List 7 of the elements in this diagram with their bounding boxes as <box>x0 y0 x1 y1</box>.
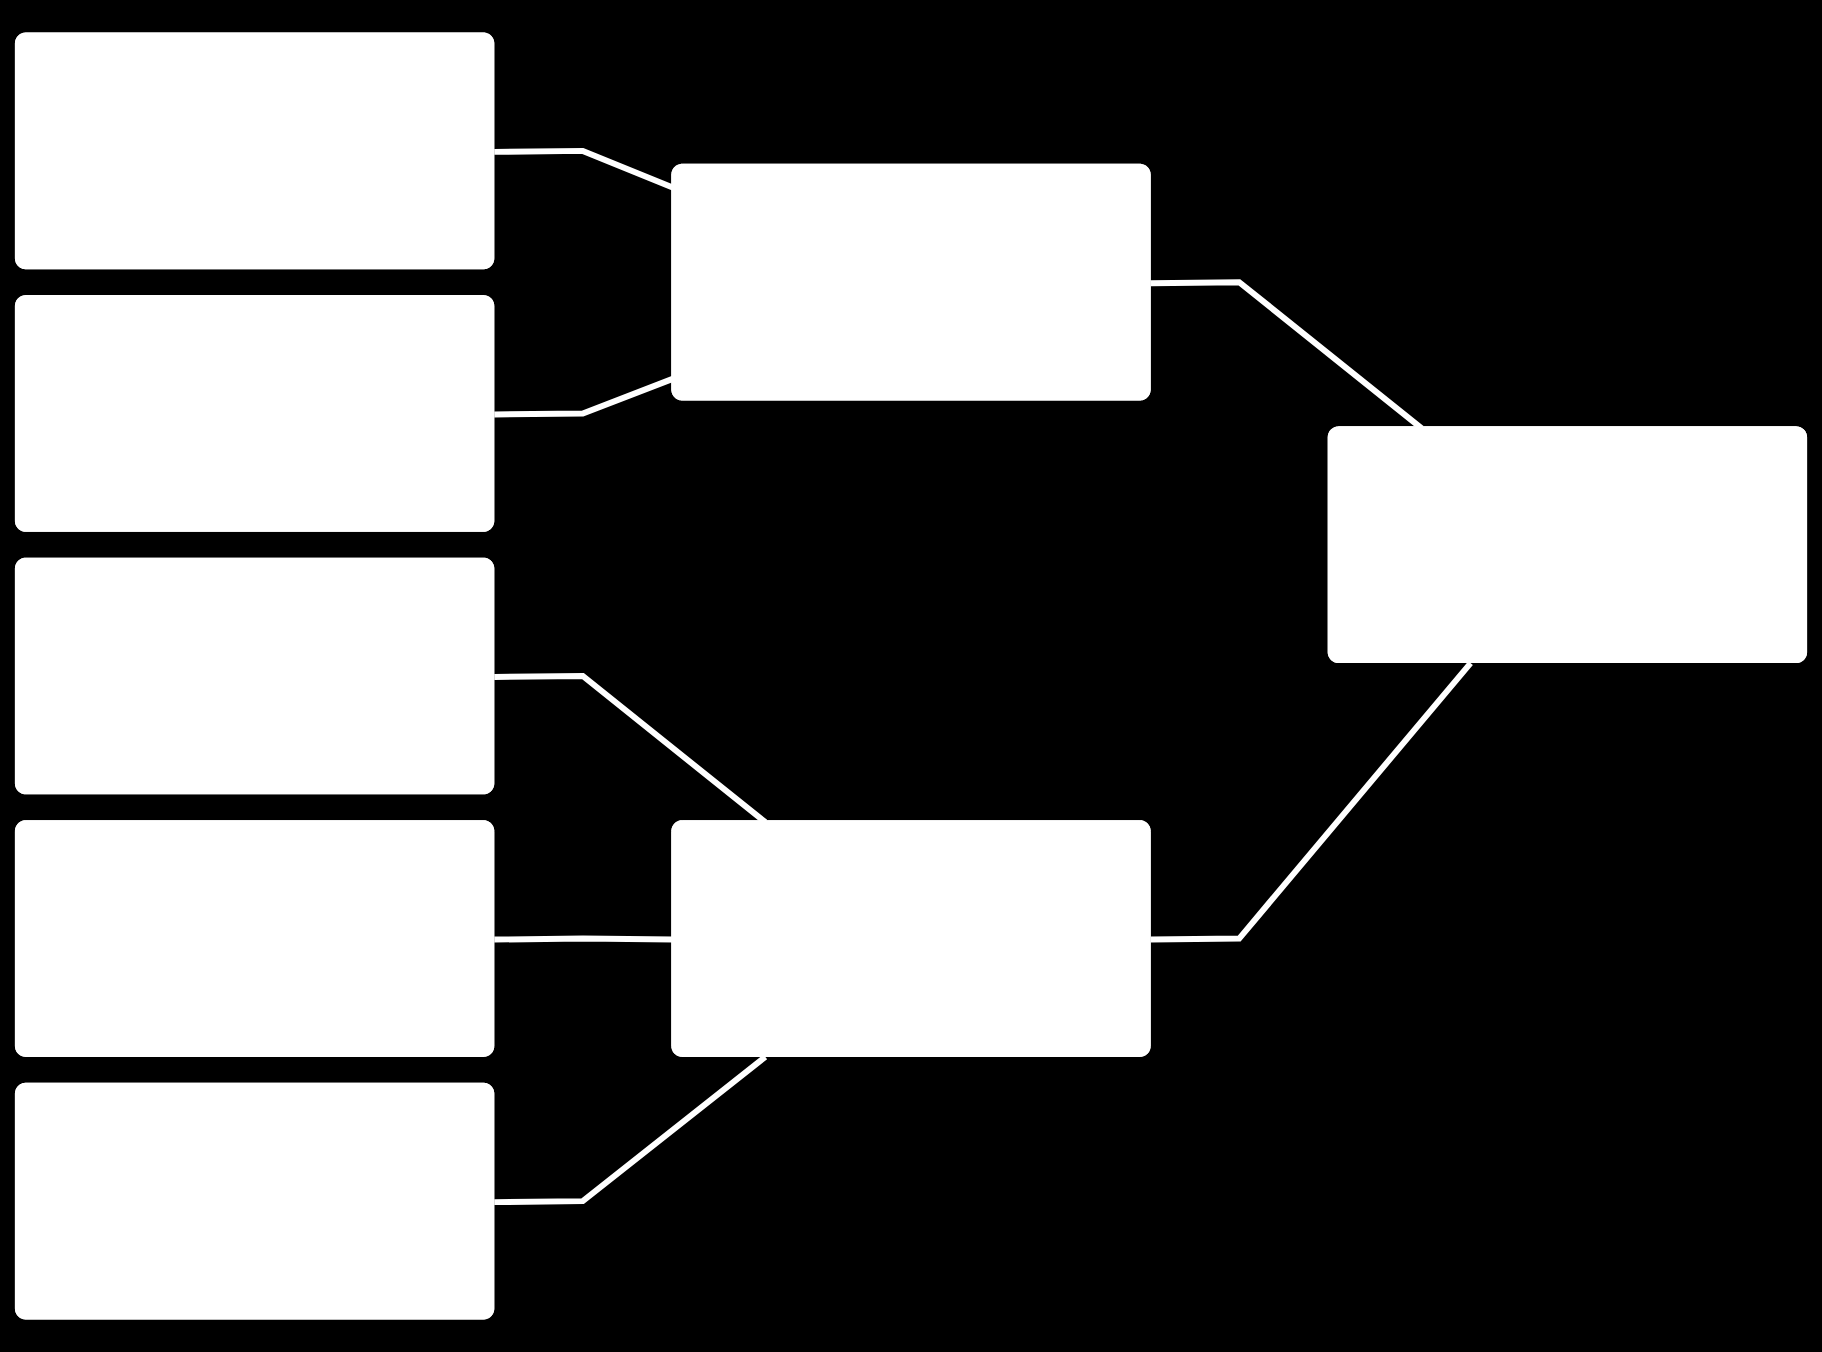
connector <box>494 375 675 418</box>
connector <box>494 935 674 943</box>
connector <box>1150 279 1424 431</box>
connector <box>494 1054 768 1206</box>
connector <box>494 673 768 825</box>
connector <box>494 147 675 191</box>
connector <box>1150 661 1473 943</box>
